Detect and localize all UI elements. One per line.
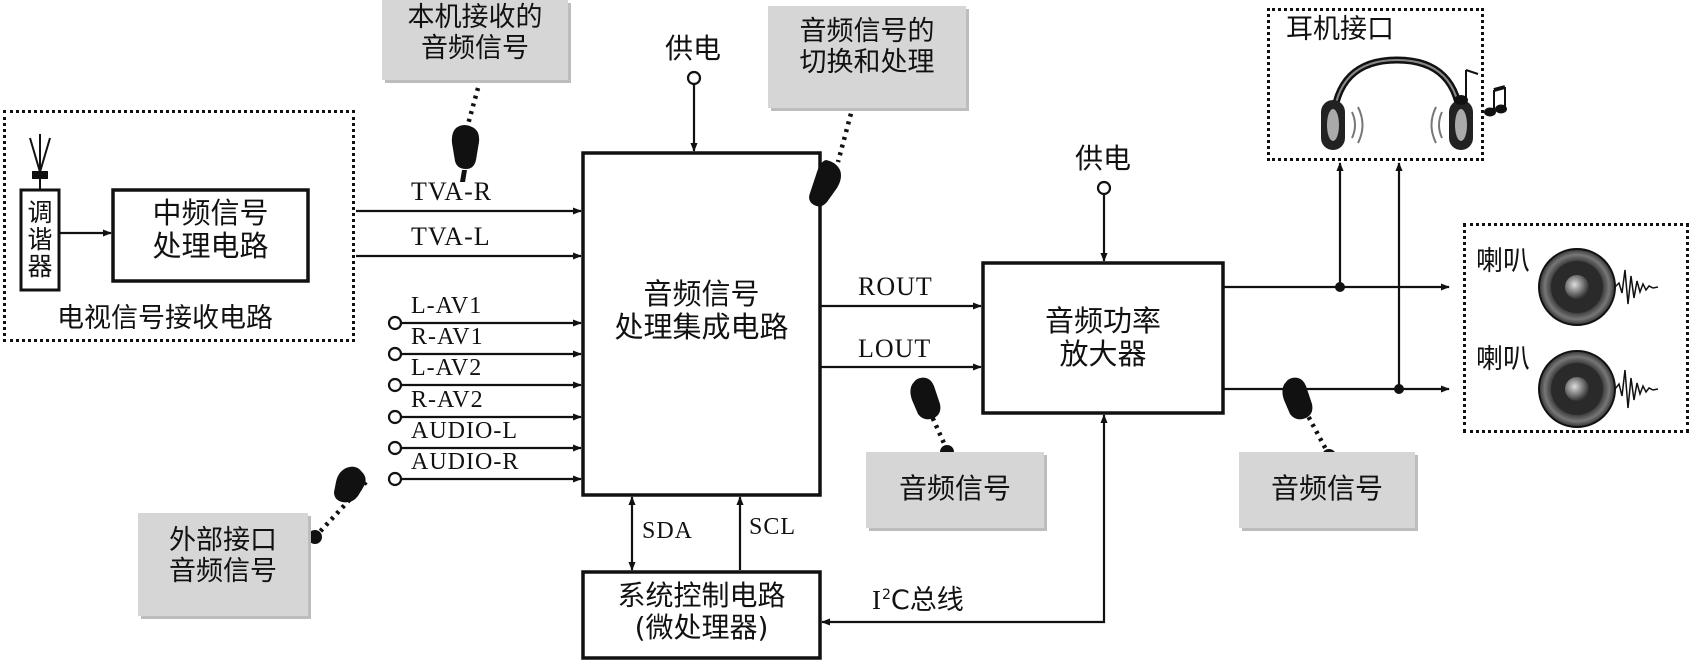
headphone-label: 耳机接口 — [1286, 14, 1394, 45]
pointing-hand-icon — [334, 466, 366, 503]
signal-label-audio-l: AUDIO-L — [411, 418, 518, 444]
if-circuit-label: 中频信号 处理电路 — [152, 196, 269, 264]
junction-dot-icon — [1335, 282, 1404, 394]
power-amp-block — [981, 261, 1225, 415]
callout-switching: 音频信号的 切换和处理 — [768, 6, 966, 108]
antenna-icon — [29, 134, 51, 190]
amp-power-label: 供电 — [1075, 142, 1132, 175]
speaker-group — [1463, 223, 1689, 433]
signal-label-r-av1: R-AV1 — [411, 324, 484, 350]
pointing-hand-icon — [910, 377, 941, 420]
signal-label-l-av2: L-AV2 — [411, 355, 483, 381]
ic-power-label: 供电 — [665, 32, 722, 65]
if-circuit-block — [111, 188, 310, 283]
tv-receiver-group-label: 电视信号接收电路 — [57, 303, 273, 334]
callout-right-audio: 音频信号 — [1239, 452, 1415, 528]
sda-label: SDA — [642, 518, 694, 544]
controller-label: 系统控制电路 (微处理器) — [617, 579, 786, 645]
speaker-icon — [1538, 350, 1616, 428]
audio-waveform-icon — [1614, 369, 1659, 409]
pointing-hand-icon — [1282, 377, 1313, 420]
signal-label-audio-r: AUDIO-R — [411, 449, 520, 475]
signal-label-tva-r: TVA-R — [411, 177, 493, 206]
signal-label-l-av1: L-AV1 — [411, 293, 483, 319]
scl-label: SCL — [749, 514, 797, 540]
signal-label-rout: ROUT — [858, 272, 933, 301]
signal-label-r-av2: R-AV2 — [411, 387, 484, 413]
audio-ic-block — [581, 151, 822, 497]
speaker-icon — [1538, 248, 1616, 326]
audio-waveform-icon — [1614, 269, 1659, 305]
tuner-label: 调谐器 — [27, 198, 53, 281]
callout-local-audio: 本机接收的 音频信号 — [382, 0, 568, 80]
headphones-icon — [1321, 56, 1473, 150]
speaker-label-top: 喇叭 — [1476, 246, 1530, 277]
audio-ic-label: 音频信号 处理集成电路 — [614, 277, 789, 345]
callout-external-audio: 外部接口 音频信号 — [138, 513, 308, 616]
music-note-icon — [1454, 69, 1507, 117]
callout-mid-audio: 音频信号 — [866, 452, 1044, 528]
i2c-bus-label: I2C总线 — [872, 585, 964, 616]
terminal-circle-icon — [387, 70, 1112, 487]
pointing-hand-icon — [451, 125, 480, 182]
headphone-group — [1267, 8, 1484, 161]
controller-block — [581, 570, 822, 660]
tv-receiver-group — [3, 110, 355, 342]
signal-label-tva-l: TVA-L — [411, 222, 491, 251]
pointing-hand-icon — [809, 160, 841, 207]
signal-label-lout: LOUT — [858, 334, 932, 363]
speaker-label-bottom: 喇叭 — [1476, 344, 1530, 375]
power-amp-label: 音频功率 放大器 — [1044, 304, 1161, 372]
